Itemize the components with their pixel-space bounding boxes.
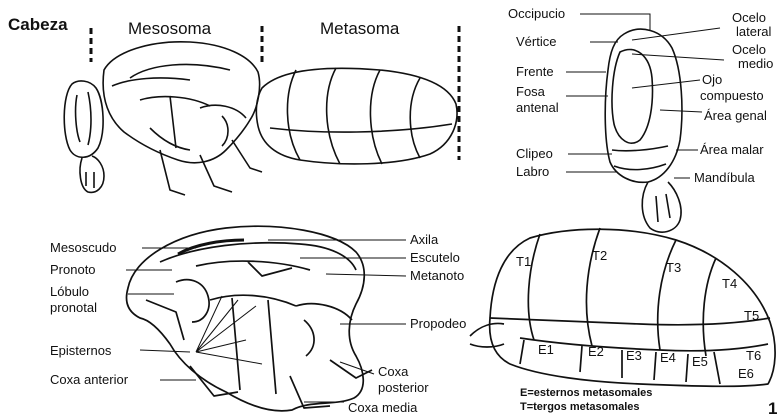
label-e1: E1 — [538, 342, 554, 357]
legend-tergos: T=tergos metasomales — [520, 401, 640, 413]
label-t2: T2 — [592, 248, 607, 263]
label-e4: E4 — [660, 350, 676, 365]
label-coxa-anterior: Coxa anterior — [50, 372, 129, 387]
label-mesoscudo: Mesoscudo — [50, 240, 116, 255]
label-pronotal: pronotal — [50, 300, 97, 315]
label-ocelo-medio-2: medio — [738, 56, 773, 71]
label-lobulo: Lóbulo — [50, 284, 89, 299]
label-antenal: antenal — [516, 100, 559, 115]
head-mandible — [642, 182, 681, 232]
head-panel — [605, 29, 682, 232]
head-capsule — [605, 29, 682, 182]
label-ojo: Ojo — [702, 72, 722, 87]
label-vertice: Vértice — [516, 34, 556, 49]
corner-mark: 1 — [768, 399, 777, 417]
label-e3: E3 — [626, 348, 642, 363]
label-metanoto: Metanoto — [410, 268, 464, 283]
label-compuesto: compuesto — [700, 88, 764, 103]
label-t4: T4 — [722, 276, 737, 291]
legend-esternos: E=esternos metasomales — [520, 387, 652, 399]
bee-head — [64, 81, 103, 157]
label-metasoma: Metasoma — [320, 19, 400, 38]
bee-metasoma — [256, 68, 457, 164]
label-area-genal: Área genal — [704, 108, 767, 123]
label-t5: T5 — [744, 308, 759, 323]
label-ocelo-lateral-1: Ocelo — [732, 10, 766, 25]
label-ocelo-medio-1: Ocelo — [732, 42, 766, 57]
label-frente: Frente — [516, 64, 554, 79]
label-axila: Axila — [410, 232, 439, 247]
label-episternos: Episternos — [50, 343, 112, 358]
label-mandibula: Mandíbula — [694, 170, 755, 185]
label-coxa-posterior-2: posterior — [378, 380, 429, 395]
label-cabeza: Cabeza — [8, 15, 68, 34]
label-coxa-media: Coxa media — [348, 400, 418, 415]
bee-mandible — [80, 156, 104, 192]
bee-legs — [160, 140, 262, 195]
label-clipeo: Clipeo — [516, 146, 553, 161]
mesosoma-panel — [127, 226, 373, 411]
label-t6: T6 — [746, 348, 761, 363]
label-t1: T1 — [516, 254, 531, 269]
label-occipucio: Occipucio — [508, 6, 565, 21]
label-pronoto: Pronoto — [50, 262, 96, 277]
label-coxa-posterior-1: Coxa — [378, 364, 409, 379]
whole-bee-panel — [64, 26, 459, 195]
label-area-malar: Área malar — [700, 142, 764, 157]
label-t3: T3 — [666, 260, 681, 275]
label-propodeo: Propodeo — [410, 316, 466, 331]
mesosoma-outline — [127, 226, 365, 411]
label-escutelo: Escutelo — [410, 250, 460, 265]
label-e5: E5 — [692, 354, 708, 369]
label-mesosoma: Mesosoma — [128, 19, 212, 38]
label-labro: Labro — [516, 164, 549, 179]
compound-eye — [612, 50, 653, 144]
label-fosa: Fosa — [516, 84, 546, 99]
bee-mesosoma — [103, 42, 259, 163]
label-e6: E6 — [738, 366, 754, 381]
metasoma-panel — [470, 228, 775, 386]
label-ocelo-lateral-2: lateral — [736, 24, 772, 39]
label-e2: E2 — [588, 344, 604, 359]
